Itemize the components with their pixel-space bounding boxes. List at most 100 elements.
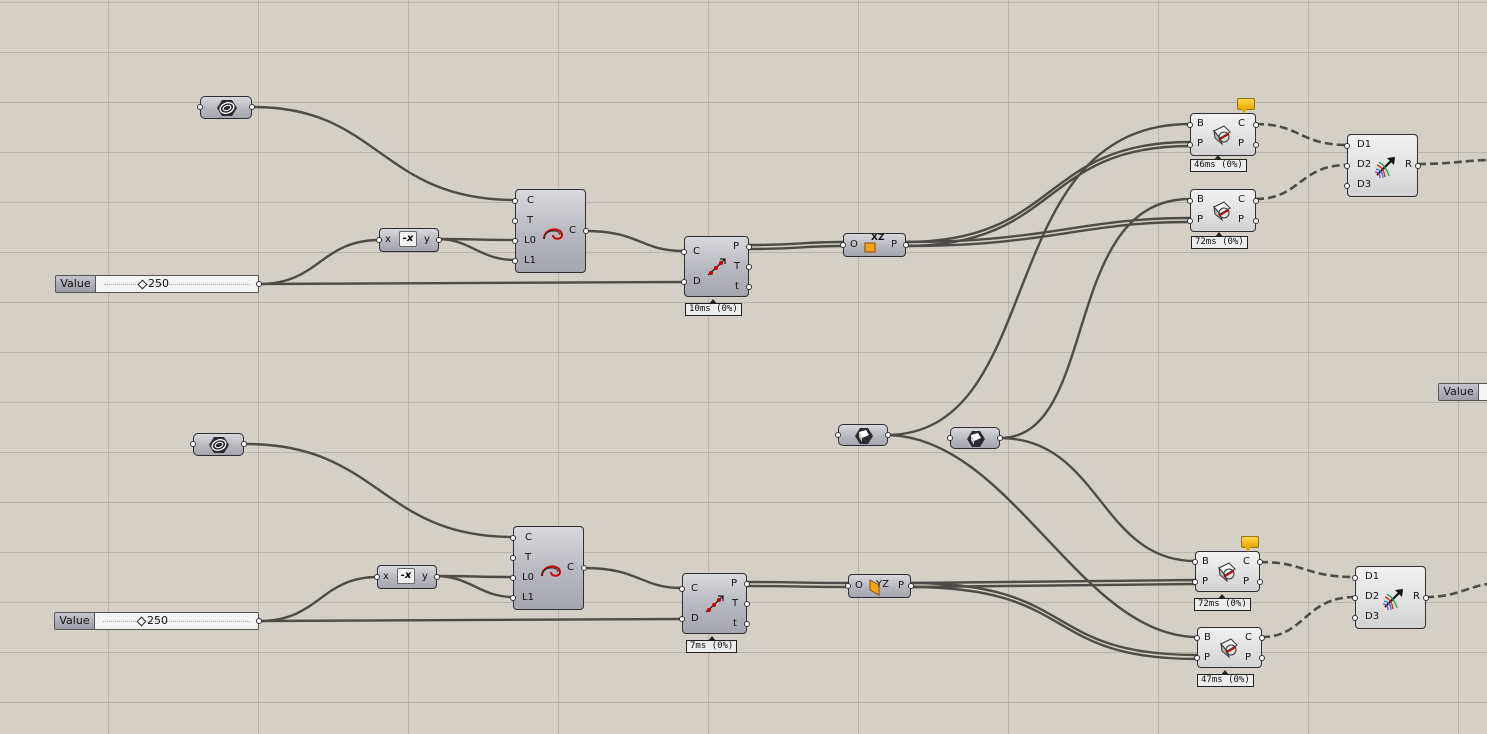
input-port[interactable] (1192, 579, 1198, 585)
negative-component[interactable]: x -x y (376, 228, 442, 252)
output-port[interactable] (744, 621, 750, 627)
input-port[interactable] (681, 279, 687, 285)
output-port[interactable] (1253, 122, 1259, 128)
input-label: L1 (522, 592, 534, 603)
input-port[interactable] (845, 583, 851, 589)
input-port[interactable] (1352, 615, 1358, 621)
dispatch-component[interactable]: D1 D2 D3 R (1352, 566, 1429, 629)
yz-plane-component[interactable]: O YZ P (845, 574, 914, 598)
output-port[interactable] (1257, 559, 1263, 565)
input-port[interactable] (1344, 163, 1350, 169)
input-port[interactable] (679, 586, 685, 592)
output-port[interactable] (1253, 142, 1259, 148)
input-port[interactable] (1187, 198, 1193, 204)
input-port[interactable] (510, 555, 516, 561)
arc-component[interactable]: C T L0 L1 C (512, 189, 589, 273)
input-label: x (385, 234, 391, 245)
input-port[interactable] (190, 441, 196, 447)
input-port[interactable] (1194, 635, 1200, 641)
message-bubble-icon[interactable] (1237, 98, 1255, 114)
dispatch-component[interactable]: D1 D2 D3 R (1344, 134, 1421, 197)
output-port[interactable] (434, 574, 440, 580)
negative-component[interactable]: x -x y (374, 565, 440, 589)
input-port[interactable] (512, 258, 518, 264)
input-port[interactable] (512, 198, 518, 204)
output-port[interactable] (1423, 595, 1429, 601)
input-port[interactable] (1352, 575, 1358, 581)
input-port[interactable] (1352, 595, 1358, 601)
input-port[interactable] (376, 237, 382, 243)
brep-param-component[interactable] (947, 427, 1003, 449)
input-port[interactable] (510, 575, 516, 581)
output-port[interactable] (1415, 163, 1421, 169)
output-label: T (734, 261, 741, 272)
output-port[interactable] (744, 581, 750, 587)
output-port[interactable] (908, 583, 914, 589)
output-port[interactable] (583, 228, 589, 234)
input-port[interactable] (1187, 218, 1193, 224)
output-port[interactable] (241, 441, 247, 447)
output-port[interactable] (744, 601, 750, 607)
wire (885, 433, 1198, 639)
slider-knob[interactable] (137, 279, 148, 290)
input-label: D2 (1365, 591, 1380, 602)
split-brep-component[interactable]: B P C P (1194, 627, 1265, 668)
ellipse-param-component[interactable] (190, 433, 247, 456)
input-port[interactable] (197, 104, 203, 110)
output-port[interactable] (746, 264, 752, 270)
brep-param-component[interactable] (835, 424, 891, 446)
output-port[interactable] (885, 432, 891, 438)
input-port[interactable] (512, 218, 518, 224)
message-bubble-icon[interactable] (1241, 536, 1259, 552)
number-slider[interactable]: Value 250 (55, 275, 262, 293)
divide-curve-component[interactable]: C D P T t (681, 236, 752, 297)
xz-plane-component[interactable]: O XZ P (840, 233, 909, 257)
wire (1255, 122, 1348, 147)
output-port[interactable] (903, 242, 909, 248)
input-port[interactable] (681, 249, 687, 255)
input-port[interactable] (1344, 183, 1350, 189)
input-port[interactable] (679, 616, 685, 622)
output-port[interactable] (581, 565, 587, 571)
split-brep-icon (1213, 125, 1231, 146)
split-brep-component[interactable]: B P C P (1187, 189, 1259, 232)
input-port[interactable] (510, 595, 516, 601)
output-port[interactable] (1259, 635, 1265, 641)
input-port[interactable] (835, 432, 841, 438)
output-port[interactable] (1259, 655, 1265, 661)
plane-icon (864, 242, 876, 253)
slider-knob[interactable] (136, 616, 147, 627)
split-brep-component[interactable]: B P C P (1187, 113, 1259, 156)
output-port[interactable] (746, 244, 752, 250)
number-slider[interactable]: Value 250 (54, 612, 262, 630)
input-port[interactable] (510, 535, 516, 541)
concentric-ellipse-icon (217, 100, 237, 116)
output-port[interactable] (746, 284, 752, 290)
split-brep-component[interactable]: B P C P (1192, 551, 1263, 592)
divide-curve-component[interactable]: C D P T t (679, 573, 750, 634)
input-port[interactable] (1192, 559, 1198, 565)
input-port[interactable] (1194, 655, 1200, 661)
output-port[interactable] (997, 435, 1003, 441)
divide-curve-icon (707, 258, 726, 276)
input-port[interactable] (947, 435, 953, 441)
input-port[interactable] (1187, 122, 1193, 128)
input-port[interactable] (374, 574, 380, 580)
output-port[interactable] (1257, 579, 1263, 585)
number-slider[interactable]: Value (1438, 383, 1487, 401)
output-port[interactable] (249, 104, 255, 110)
output-port[interactable] (256, 281, 262, 287)
ellipse-param-component[interactable] (197, 96, 255, 119)
arc-icon (541, 565, 562, 577)
output-port[interactable] (1253, 198, 1259, 204)
input-port[interactable] (840, 242, 846, 248)
input-label: D3 (1365, 611, 1380, 622)
output-port[interactable] (436, 237, 442, 243)
arc-component[interactable]: C T L0 L1 C (510, 526, 587, 610)
input-port[interactable] (1187, 142, 1193, 148)
output-port[interactable] (1253, 218, 1259, 224)
input-port[interactable] (512, 238, 518, 244)
input-port[interactable] (1344, 143, 1350, 149)
divide-curve-icon (705, 595, 724, 613)
output-port[interactable] (256, 618, 262, 624)
